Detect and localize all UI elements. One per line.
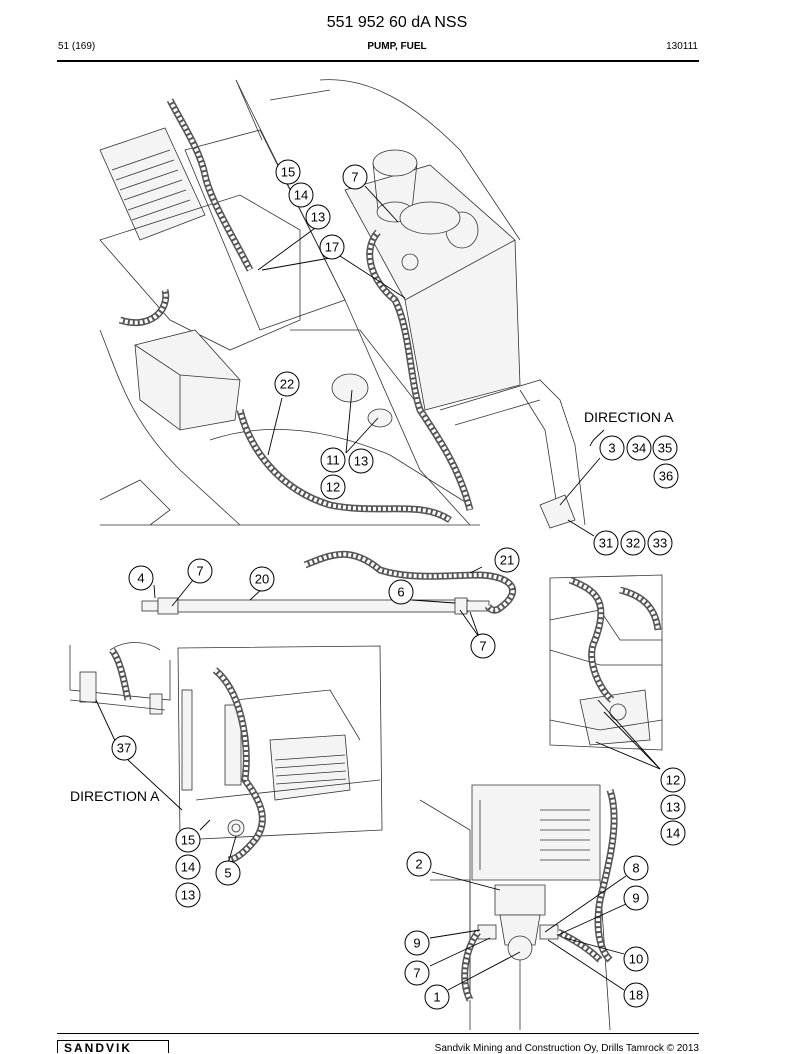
page-number: 51 (169)	[58, 41, 96, 52]
svg-text:5: 5	[224, 866, 231, 881]
pump-view-leaders	[429, 871, 627, 991]
balloon-6: 6	[388, 579, 414, 605]
balloon-11: 11	[320, 447, 346, 473]
footer-rule	[57, 1033, 699, 1034]
balloon-32: 32	[620, 530, 646, 556]
direction-a-view-label: DIRECTION A	[70, 788, 160, 804]
balloon-15: 15	[275, 159, 301, 185]
balloon-9: 9	[623, 885, 649, 911]
balloon-35: 35	[652, 435, 678, 461]
svg-text:14: 14	[294, 188, 308, 203]
balloon-13: 13	[175, 882, 201, 908]
svg-text:7: 7	[351, 170, 358, 185]
balloon-21: 21	[494, 547, 520, 573]
svg-text:15: 15	[181, 833, 195, 848]
svg-text:34: 34	[632, 441, 646, 456]
balloon-7: 7	[404, 960, 430, 986]
svg-text:22: 22	[280, 377, 294, 392]
svg-text:9: 9	[632, 891, 639, 906]
svg-text:1: 1	[433, 990, 440, 1005]
document-number: 551 952 60 dA NSS	[326, 14, 468, 31]
balloon-15: 15	[175, 827, 201, 853]
detail-view-illustration	[549, 574, 663, 751]
svg-text:12: 12	[326, 480, 340, 495]
svg-text:6: 6	[397, 585, 404, 600]
balloon-13: 13	[305, 204, 331, 230]
balloon-36: 36	[653, 463, 679, 489]
direction-a-label: DIRECTION A	[584, 409, 674, 425]
balloon-14: 14	[175, 854, 201, 880]
date-code: 130111	[666, 41, 698, 52]
svg-text:14: 14	[181, 860, 195, 875]
svg-text:21: 21	[500, 553, 514, 568]
svg-text:20: 20	[255, 572, 269, 587]
balloon-18: 18	[623, 982, 649, 1008]
svg-text:15: 15	[281, 165, 295, 180]
svg-text:13: 13	[354, 454, 368, 469]
svg-text:3: 3	[608, 441, 615, 456]
svg-text:8: 8	[632, 861, 639, 876]
balloon-9: 9	[404, 930, 430, 956]
svg-text:17: 17	[325, 240, 339, 255]
svg-text:37: 37	[117, 741, 131, 756]
svg-text:10: 10	[629, 952, 643, 967]
balloon-3: 3	[599, 435, 625, 461]
balloon-4: 4	[128, 565, 154, 591]
svg-text:33: 33	[653, 536, 667, 551]
svg-text:32: 32	[626, 536, 640, 551]
main-view-illustration	[99, 79, 586, 529]
svg-text:18: 18	[629, 988, 643, 1003]
direction-a-illustration	[69, 642, 383, 864]
balloon-5: 5	[215, 860, 241, 886]
balloon-31: 31	[593, 530, 619, 556]
balloon-7: 7	[342, 164, 368, 190]
copyright-text: Sandvik Mining and Construction Oy, Dril…	[434, 1043, 699, 1054]
svg-text:13: 13	[181, 888, 195, 903]
section-title: PUMP, FUEL	[367, 41, 427, 52]
balloon-1: 1	[424, 984, 450, 1010]
direction-a-leaders	[95, 699, 237, 865]
svg-text:36: 36	[659, 469, 673, 484]
header-rule	[57, 60, 699, 62]
balloon-12: 12	[660, 767, 686, 793]
svg-text:9: 9	[413, 936, 420, 951]
svg-text:7: 7	[196, 564, 203, 579]
company-logo: SANDVIK	[57, 1040, 169, 1053]
pump-view-illustration	[419, 784, 618, 1031]
svg-text:35: 35	[658, 441, 672, 456]
balloon-2: 2	[406, 851, 432, 877]
balloon-13: 13	[348, 448, 374, 474]
balloon-22: 22	[274, 371, 300, 397]
main-view-leaders	[257, 185, 605, 537]
svg-text:12: 12	[666, 773, 680, 788]
balloon-7: 7	[470, 633, 496, 659]
balloon-10: 10	[623, 946, 649, 972]
balloon-33: 33	[647, 530, 673, 556]
svg-text:31: 31	[599, 536, 613, 551]
balloon-34: 34	[626, 435, 652, 461]
svg-text:13: 13	[666, 800, 680, 815]
balloon-8: 8	[623, 855, 649, 881]
svg-text:7: 7	[479, 639, 486, 654]
balloon-13: 13	[660, 794, 686, 820]
svg-text:11: 11	[326, 453, 340, 468]
balloon-12: 12	[320, 474, 346, 500]
svg-text:7: 7	[413, 966, 420, 981]
svg-text:14: 14	[666, 826, 680, 841]
balloon-20: 20	[249, 566, 275, 592]
balloon-14: 14	[660, 820, 686, 846]
detail-view-leaders	[595, 699, 661, 770]
balloon-7: 7	[187, 558, 213, 584]
balloon-14: 14	[288, 182, 314, 208]
part-balloons: 15 14 13 17 7 22 11 13 12 3 34 35 36 31 …	[111, 159, 686, 1010]
balloon-17: 17	[319, 234, 345, 260]
svg-text:4: 4	[137, 571, 144, 586]
svg-text:2: 2	[415, 857, 422, 872]
balloon-37: 37	[111, 735, 137, 761]
svg-text:13: 13	[311, 210, 325, 225]
